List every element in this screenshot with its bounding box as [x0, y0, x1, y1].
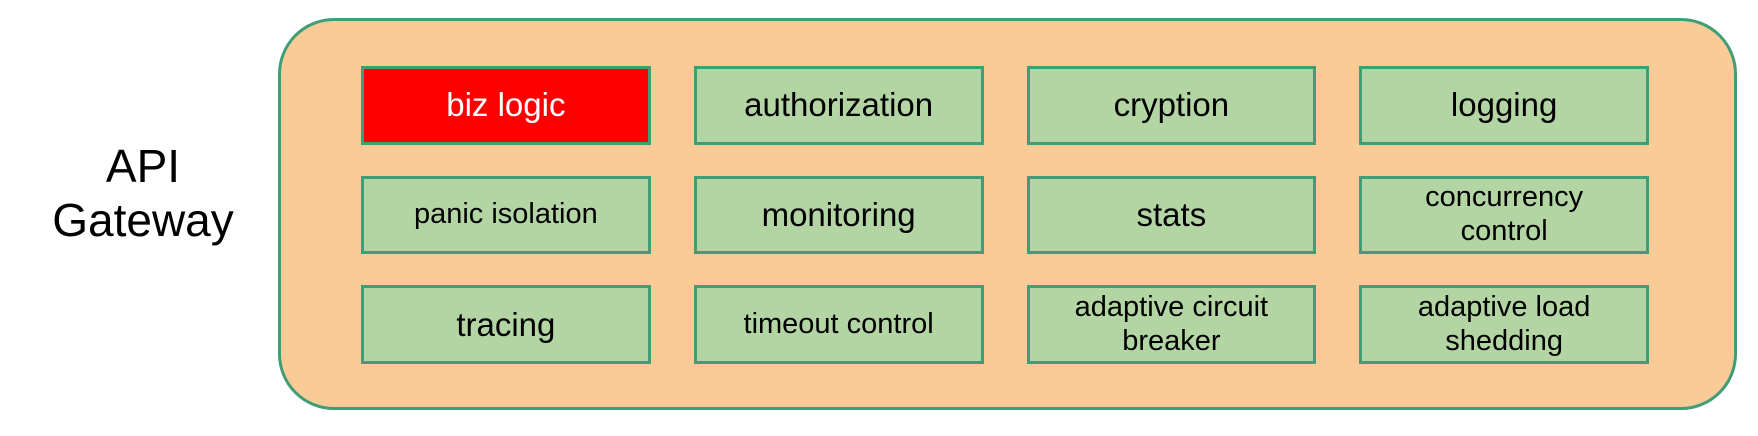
capability-box-stats[interactable]: stats: [1026, 175, 1317, 255]
capability-box-tracing[interactable]: tracing: [361, 285, 651, 364]
api-gateway-label: API Gateway: [52, 140, 234, 246]
capability-grid: biz logic authorization cryption logging pan…: [361, 66, 1649, 364]
api-gateway-container: biz logic authorization cryption logging pan…: [278, 18, 1737, 410]
capability-box-adaptive-circuit-breaker[interactable]: adaptive circuit breaker: [1026, 285, 1317, 364]
capability-box-cryption[interactable]: cryption: [1026, 66, 1317, 145]
capability-box-monitoring[interactable]: monitoring: [693, 175, 984, 255]
capability-box-logging[interactable]: logging: [1359, 66, 1649, 145]
capability-box-panic-isolation[interactable]: panic isolation: [361, 175, 651, 255]
capability-box-authorization[interactable]: authorization: [693, 66, 984, 145]
capability-box-timeout-control[interactable]: timeout control: [693, 285, 984, 364]
capability-box-adaptive-load-shedding[interactable]: adaptive load shedding: [1359, 285, 1649, 364]
capability-box-biz-logic[interactable]: biz logic: [361, 66, 651, 145]
capability-box-concurrency-control[interactable]: concurrency control: [1359, 175, 1649, 255]
